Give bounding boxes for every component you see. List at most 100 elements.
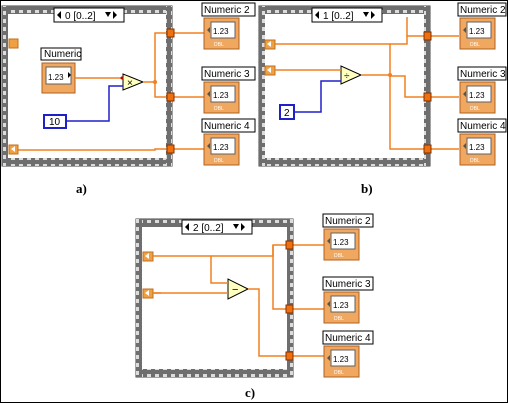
indicator-b-numeric-2[interactable]: Numeric 2 1.23 DBL [457, 2, 507, 50]
svg-text:Numeric 4: Numeric 4 [460, 121, 506, 132]
control-arrow-icon [68, 72, 71, 78]
tunnel-b-1 [423, 31, 432, 41]
indicator-a-numeric-2[interactable]: Numeric 2 1.23 DBL [201, 2, 256, 50]
sequence-local-arrow-icon [145, 290, 149, 296]
indicator-b-numeric-3[interactable]: Numeric 3 1.23 DBL [457, 66, 507, 114]
svg-text:DBL: DBL [214, 42, 224, 48]
film-strip-right-a [166, 6, 172, 166]
decrement-arrow-icon[interactable] [315, 11, 319, 19]
panel-b: 1 [0..2] 2 ÷ [258, 2, 507, 196]
indicator-b-numeric-4[interactable]: Numeric 4 1.23 DBL [457, 118, 507, 166]
svg-text:Numeric 3: Numeric 3 [460, 69, 506, 80]
indicator-c-numeric-4[interactable]: Numeric 4 1.23 DBL [322, 330, 374, 378]
svg-text:÷: ÷ [344, 71, 350, 82]
caption-b: b) [361, 181, 373, 196]
panel-a: 0 [0..2] Numeric 1.23 10 × [1, 2, 256, 196]
panel-c: 2 [0..2] − Numeric 2 [135, 213, 374, 400]
sequence-local-arrow-icon [145, 253, 149, 259]
increment-arrow-icon[interactable] [371, 11, 375, 19]
case-selector-a[interactable]: 0 [0..2] [53, 7, 125, 23]
svg-text:DBL: DBL [470, 106, 480, 112]
tunnel-a-2 [166, 92, 175, 102]
indicator-a-numeric-3[interactable]: Numeric 3 1.23 DBL [201, 66, 256, 114]
svg-text:Numeric 2: Numeric 2 [204, 5, 250, 16]
tunnel-b-2 [423, 92, 432, 102]
svg-text:DBL: DBL [470, 158, 480, 164]
svg-text:1.23: 1.23 [469, 91, 485, 100]
case-selector-c[interactable]: 2 [0..2] [181, 219, 253, 235]
increment-arrow-icon[interactable] [113, 11, 117, 19]
film-strip-left-b [259, 6, 265, 166]
svg-text:1.23: 1.23 [333, 355, 349, 364]
film-strip-bottom-a [2, 158, 172, 166]
svg-text:DBL: DBL [334, 370, 344, 376]
svg-text:1.23: 1.23 [213, 143, 229, 152]
wires-b [275, 17, 459, 150]
svg-text:1.23: 1.23 [333, 238, 349, 247]
wires-a [16, 32, 204, 151]
svg-text:1.23: 1.23 [48, 73, 64, 82]
svg-text:1.23: 1.23 [469, 143, 485, 152]
svg-text:×: × [127, 78, 133, 89]
multiply-function[interactable]: × [122, 73, 145, 91]
dropdown-arrow-icon[interactable] [105, 12, 111, 17]
tunnel-c-3 [285, 351, 294, 361]
selector-label-b: 1 [0..2] [323, 11, 354, 22]
selector-label-a: 0 [0..2] [65, 11, 96, 22]
indicator-a-numeric-4[interactable]: Numeric 4 1.23 DBL [201, 118, 256, 166]
sequence-local-arrow-icon [11, 146, 15, 152]
constant-10[interactable]: 10 [43, 114, 67, 129]
decrement-arrow-icon[interactable] [57, 11, 61, 19]
svg-text:Numeric 2: Numeric 2 [460, 5, 506, 16]
sequence-local-arrow-icon [267, 67, 271, 73]
divide-function[interactable]: ÷ [340, 65, 363, 85]
svg-text:2: 2 [284, 108, 290, 119]
selector-label-c: 2 [0..2] [193, 223, 224, 234]
caption-c: c) [245, 385, 255, 400]
svg-text:Numeric 4: Numeric 4 [204, 121, 250, 132]
film-strip-bottom-b [259, 158, 430, 166]
svg-text:DBL: DBL [214, 106, 224, 112]
svg-text:−: − [232, 284, 238, 296]
tunnel-a-1 [166, 28, 175, 38]
film-strip-bottom-c [136, 369, 293, 377]
svg-text:Numeric 3: Numeric 3 [325, 279, 371, 290]
sequence-local-arrow-icon [267, 41, 271, 47]
film-strip-left-c [136, 219, 142, 377]
case-selector-b[interactable]: 1 [0..2] [311, 7, 383, 23]
indicator-c-numeric-2[interactable]: Numeric 2 1.23 DBL [322, 213, 374, 261]
svg-text:1.23: 1.23 [213, 27, 229, 36]
wires-c [153, 244, 324, 357]
svg-text:DBL: DBL [334, 253, 344, 259]
svg-text:1.23: 1.23 [469, 27, 485, 36]
numeric-control-a[interactable]: 1.23 [41, 62, 76, 94]
frame-interior-a [8, 14, 166, 158]
film-strip-right-b [424, 6, 430, 166]
frame-interior-c [142, 227, 287, 369]
tunnel-c-1 [285, 240, 294, 250]
svg-text:1.23: 1.23 [213, 91, 229, 100]
constant-2[interactable]: 2 [279, 104, 295, 120]
control-label-a: Numeric [44, 49, 81, 60]
subtract-function[interactable]: − [227, 278, 250, 300]
svg-text:DBL: DBL [334, 316, 344, 322]
dropdown-arrow-icon[interactable] [363, 12, 369, 17]
frame-interior-b [265, 14, 424, 158]
caption-a: a) [76, 181, 87, 196]
sequence-local-icon[interactable] [8, 38, 19, 49]
increment-arrow-icon[interactable] [241, 223, 245, 231]
tunnel-a-3 [166, 144, 175, 154]
svg-text:DBL: DBL [470, 42, 480, 48]
indicator-c-numeric-3[interactable]: Numeric 3 1.23 DBL [322, 276, 374, 324]
film-strip-left-a [2, 6, 8, 166]
svg-text:Numeric 4: Numeric 4 [325, 333, 371, 344]
svg-text:Numeric 3: Numeric 3 [204, 69, 250, 80]
svg-text:1.23: 1.23 [333, 301, 349, 310]
decrement-arrow-icon[interactable] [185, 223, 189, 231]
dropdown-arrow-icon[interactable] [233, 224, 239, 229]
tunnel-c-2 [285, 304, 294, 314]
svg-text:DBL: DBL [214, 158, 224, 164]
svg-text:Numeric 2: Numeric 2 [325, 216, 371, 227]
tunnel-b-3 [423, 144, 432, 154]
